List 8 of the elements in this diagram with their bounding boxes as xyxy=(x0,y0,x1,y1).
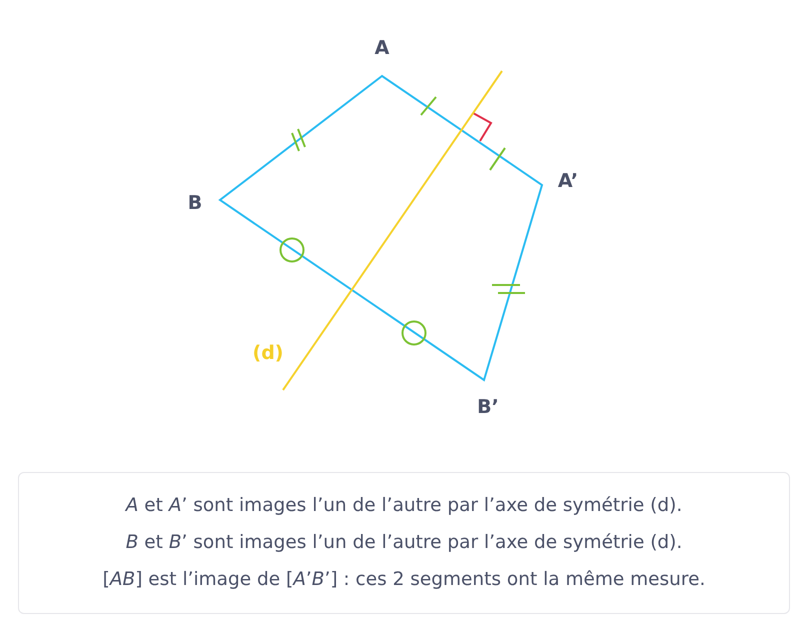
caption-sentence: [AB] est l’image de [A’B’] : ces 2 segments ont la même mesure. xyxy=(102,569,706,590)
vertex-label: A’ xyxy=(558,170,578,192)
vertex-label: B’ xyxy=(477,396,499,418)
vertex-label: B xyxy=(188,192,202,214)
caption-sentence: B et B’ sont images l’un de l’autre par l’axe de symétrie (d). xyxy=(124,532,684,553)
axis-label: (d) xyxy=(252,342,284,364)
caption-sentence: A et A’ sont images l’un de l’autre par l’axe de symétrie (d). xyxy=(124,495,684,516)
vertex-label: A xyxy=(374,37,390,59)
